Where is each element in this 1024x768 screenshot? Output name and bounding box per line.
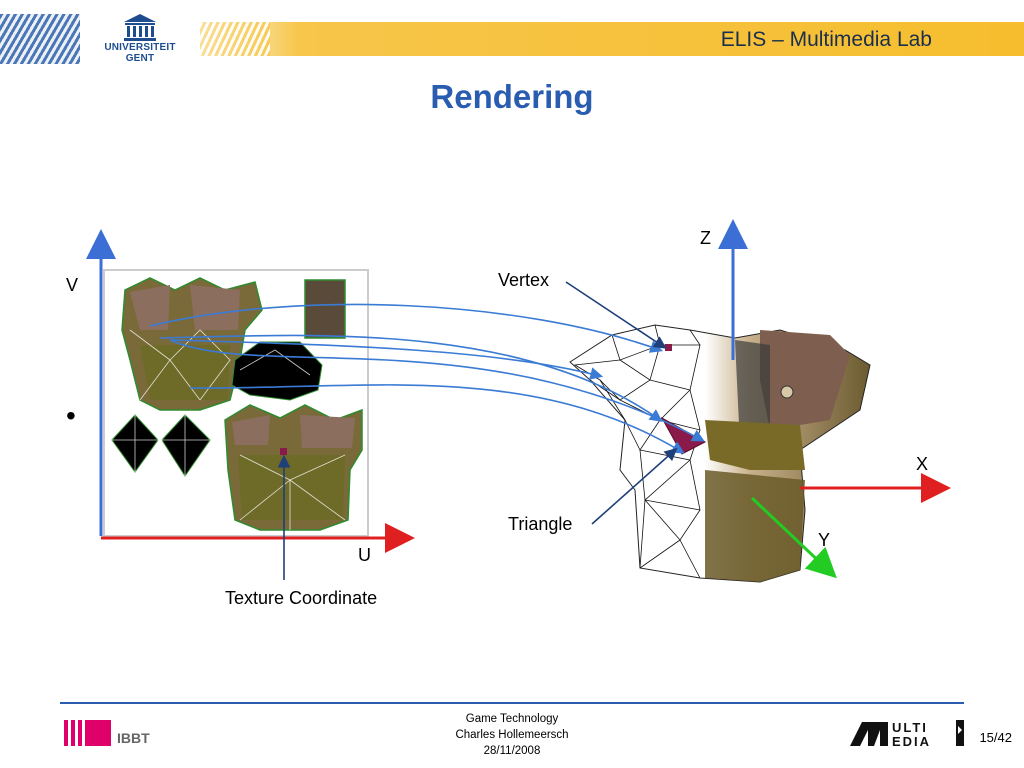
slide-header: ELIS – Multimedia Lab UNIVERSITEIT GENT — [0, 0, 1024, 66]
lab-name: ELIS – Multimedia Lab — [720, 28, 932, 51]
armor-3d-model — [569, 324, 871, 583]
header-decoration-left — [0, 14, 80, 64]
u-axis-label: U — [358, 545, 371, 565]
mm-logo-top-text: ULTI — [892, 720, 928, 735]
university-building-icon — [124, 14, 156, 41]
footer-author: Charles Hollemeersch — [455, 729, 569, 741]
bullet: • — [66, 400, 76, 431]
v-axis-label: V — [66, 275, 79, 295]
z-axis-label: Z — [700, 228, 711, 248]
vertex-pointer — [565, 281, 667, 349]
mm-logo-bottom-text: EDIA — [892, 734, 931, 749]
ibbt-logo-text: IBBT — [117, 730, 150, 746]
university-name-line1: UNIVERSITEIT — [104, 42, 176, 53]
page-number: 15/42 — [979, 730, 1012, 745]
multimedia-lab-logo: ULTI EDIA — [850, 720, 964, 749]
texture-coordinate-label: Texture Coordinate — [225, 588, 378, 608]
armor-texture-map — [103, 269, 369, 537]
university-name-line2: GENT — [125, 53, 155, 64]
page-title: Rendering — [430, 78, 594, 115]
vertex-label: Vertex — [498, 270, 550, 290]
header-bar — [200, 22, 1024, 56]
ugent-logo: UNIVERSITEIT GENT — [98, 12, 182, 68]
y-axis-label: Y — [818, 530, 831, 550]
ibbt-logo-bar — [78, 720, 82, 746]
header-bar-hatch — [200, 22, 270, 56]
ibbt-logo-bar — [64, 720, 68, 746]
triangle-label: Triangle — [508, 514, 573, 534]
footer-date: 28/11/2008 — [483, 745, 541, 757]
x-axis-label: X — [916, 454, 929, 474]
footer-divider — [60, 702, 964, 704]
ibbt-logo: IBBT — [64, 720, 150, 746]
uv-mapping-lines — [149, 303, 705, 454]
triangle-pointer — [591, 447, 678, 525]
ibbt-logo-block — [85, 720, 111, 746]
ibbt-logo-bar — [71, 720, 75, 746]
footer-info: Game Technology Charles Hollemeersch 28/… — [412, 711, 612, 759]
y-axis — [750, 496, 837, 579]
footer-course: Game Technology — [465, 713, 559, 725]
